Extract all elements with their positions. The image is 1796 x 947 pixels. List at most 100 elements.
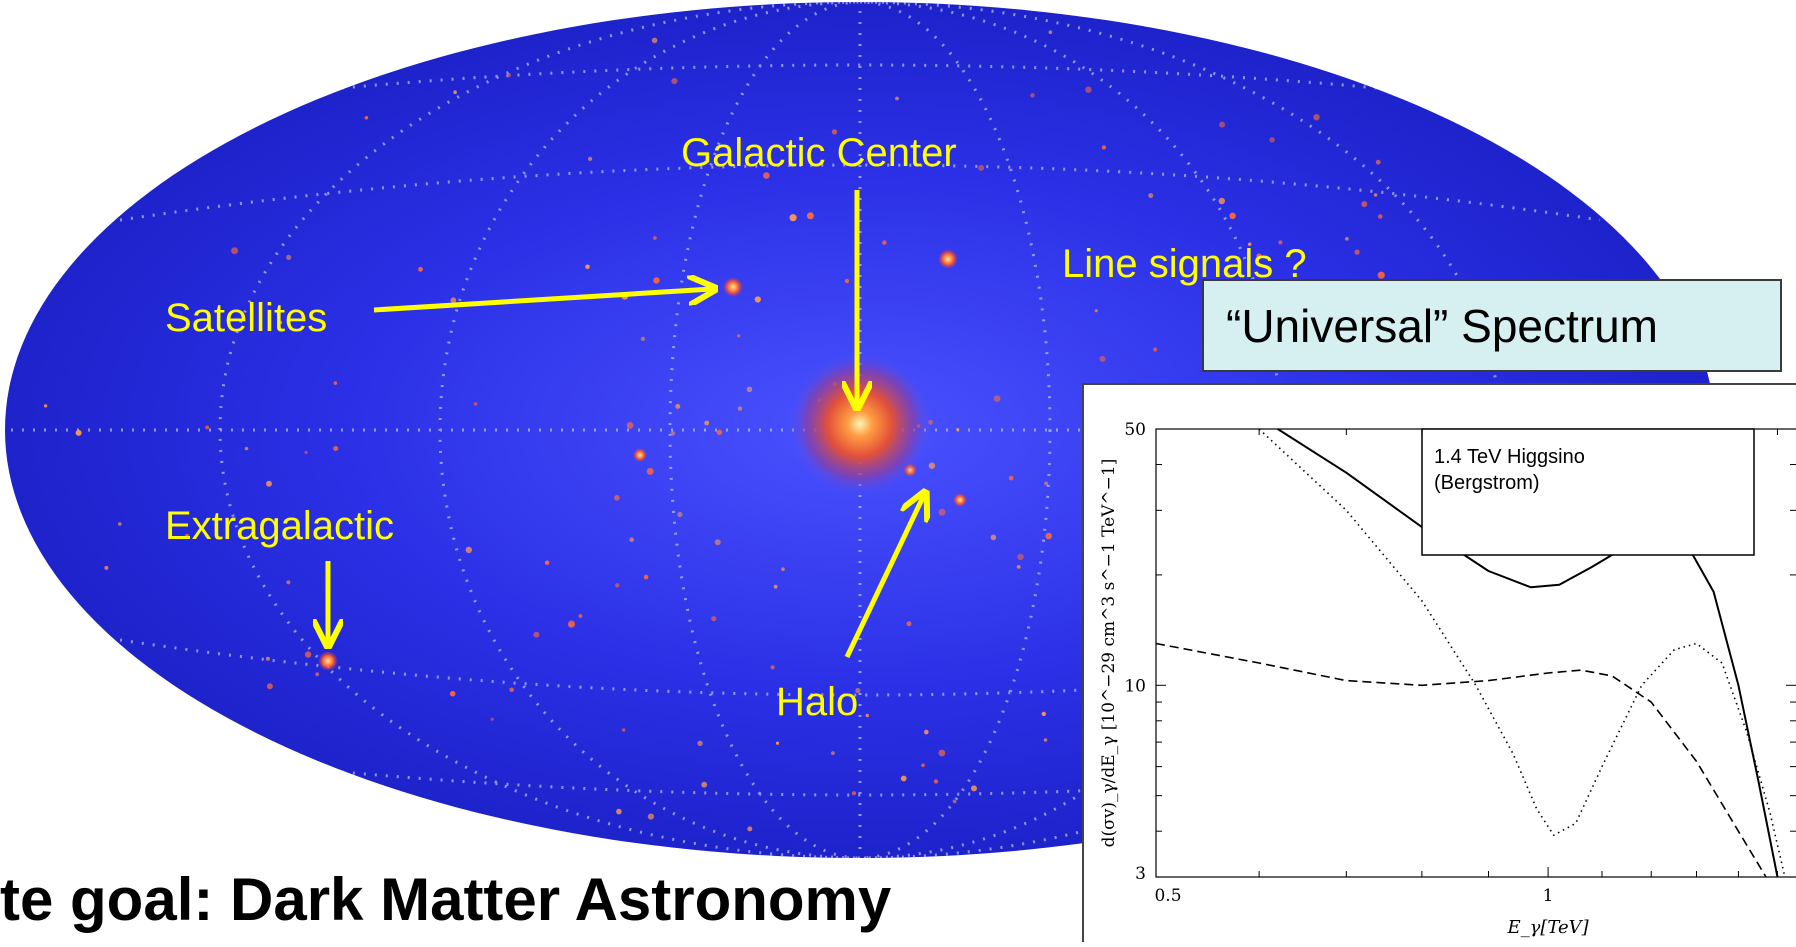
point-source: [278, 320, 283, 325]
x-axis-label: E_γ[TeV]: [1506, 917, 1589, 938]
point-source: [1313, 114, 1320, 121]
point-source: [1361, 201, 1368, 208]
point-source: [993, 395, 1001, 402]
point-source: [1153, 347, 1158, 352]
point-source: [844, 278, 850, 284]
point-source: [704, 420, 710, 426]
label-extragalactic: Extragalactic: [165, 504, 394, 548]
point-source: [737, 406, 743, 411]
point-source: [865, 713, 869, 718]
point-source: [184, 533, 190, 539]
bright-source: [318, 651, 338, 671]
point-source: [244, 446, 249, 451]
point-source: [75, 429, 82, 436]
point-source: [1373, 193, 1378, 197]
point-source: [770, 665, 775, 670]
label-line-signals: Line signals ?: [1062, 242, 1307, 286]
point-source: [928, 462, 936, 469]
point-source: [1101, 145, 1107, 150]
series-dotted-line: [1258, 428, 1786, 878]
point-source: [653, 236, 657, 240]
point-source: [714, 539, 721, 546]
point-source: [640, 336, 646, 341]
bright-source: [723, 277, 743, 297]
point-source: [906, 621, 912, 627]
point-source: [465, 546, 472, 554]
point-source: [646, 467, 654, 475]
point-source: [933, 779, 939, 784]
point-source: [677, 511, 683, 518]
point-source: [1256, 253, 1262, 259]
point-source: [1218, 197, 1226, 205]
point-source: [588, 156, 593, 161]
point-source: [773, 584, 778, 589]
point-source: [450, 297, 457, 304]
point-source: [567, 620, 576, 628]
point-source: [924, 729, 929, 735]
bright-source: [938, 249, 958, 269]
point-source: [473, 402, 478, 406]
point-source: [747, 826, 753, 832]
point-source: [746, 386, 753, 393]
point-source: [1017, 553, 1024, 561]
label-galactic-center: Galactic Center: [681, 131, 957, 175]
annotation-line: 1.4 TeV Higgsino: [1434, 446, 1585, 468]
point-source: [670, 431, 676, 436]
y-axis-label: d(σv)_γ/dE_γ [10^−29 cm^3 s^−1 TeV^−1]: [1099, 459, 1119, 848]
point-source: [453, 90, 457, 94]
point-source: [1030, 93, 1035, 98]
point-source: [806, 212, 814, 220]
point-source: [1248, 242, 1252, 246]
slide-title: te goal: Dark Matter Astronomy: [0, 866, 892, 933]
arrow-halo: [844, 495, 924, 659]
point-source: [1269, 137, 1275, 143]
point-source: [1085, 86, 1092, 93]
label-halo: Halo: [776, 680, 859, 724]
point-source: [449, 690, 456, 697]
arrow-satellites: [373, 289, 712, 313]
point-source: [1354, 249, 1360, 255]
point-source: [315, 672, 320, 677]
point-source: [304, 450, 308, 454]
point-source: [490, 717, 494, 721]
point-source: [697, 740, 703, 746]
point-source: [1041, 711, 1047, 717]
y-tick-label: 50: [1124, 420, 1146, 440]
bright-source: [953, 493, 967, 507]
universal-spectrum-label: “Universal” Spectrum: [1226, 299, 1658, 352]
point-source: [231, 247, 239, 255]
point-source: [266, 480, 272, 487]
point-source: [831, 751, 835, 755]
point-source: [616, 808, 622, 815]
point-source: [978, 164, 985, 171]
point-source: [104, 565, 109, 570]
point-source: [1377, 271, 1385, 279]
point-source: [509, 687, 514, 693]
point-source: [895, 96, 899, 101]
point-source: [418, 266, 423, 272]
point-source: [900, 775, 907, 782]
point-source: [507, 73, 512, 77]
point-source: [1094, 309, 1098, 313]
point-source: [585, 264, 590, 270]
point-source: [1148, 193, 1154, 199]
point-source: [1278, 240, 1283, 245]
point-source: [851, 791, 857, 796]
label-satellites: Satellites: [165, 296, 328, 340]
annotation-box: [1421, 428, 1755, 556]
point-source: [675, 403, 681, 409]
annotation-arrows: [328, 190, 924, 659]
point-source: [1378, 214, 1383, 219]
point-source: [938, 749, 946, 757]
point-source: [615, 583, 620, 588]
x-tick-label: 1: [1543, 886, 1554, 906]
point-source: [971, 785, 977, 792]
point-source: [1048, 30, 1053, 34]
point-source: [544, 560, 550, 565]
point-source: [286, 580, 291, 585]
point-source: [701, 781, 708, 788]
point-source: [921, 763, 925, 768]
annotation-line: (Bergstrom): [1434, 472, 1540, 494]
